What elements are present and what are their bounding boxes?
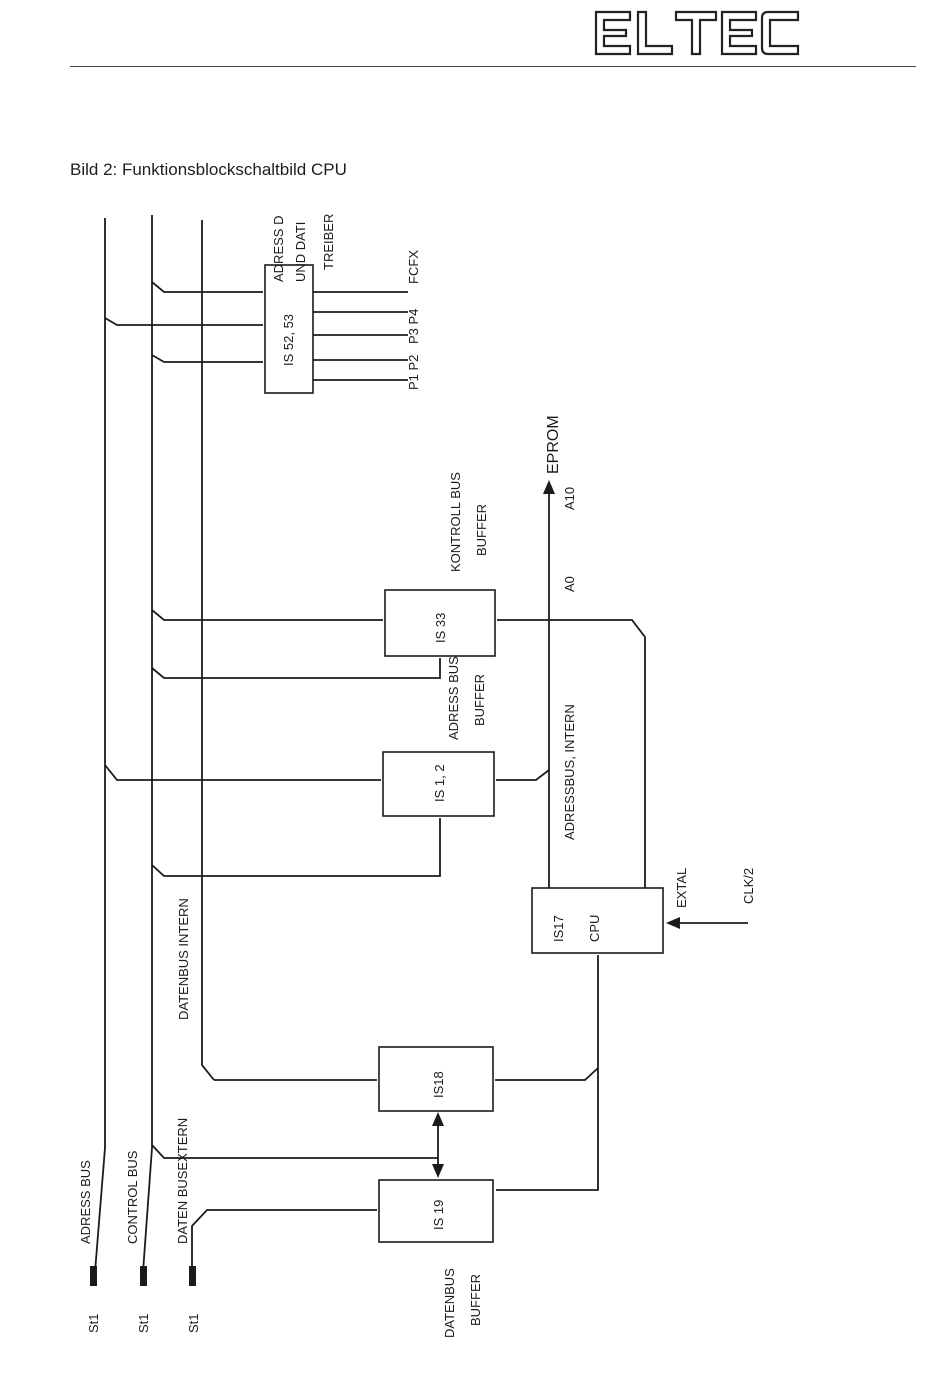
is17-label: IS17	[551, 915, 566, 942]
is19-caption-2: BUFFER	[468, 1274, 483, 1326]
is33-ctrl-feed	[152, 658, 440, 678]
control-bus-connector	[140, 1266, 147, 1286]
is52-caption-1: ADRESS D	[271, 216, 286, 282]
datenbus-extern-label: DATEN BUSEXTERN	[175, 1118, 190, 1244]
is52-caption-2: UND DATI	[293, 222, 308, 282]
eprom-label: EPROM	[545, 415, 562, 474]
cpu-data-out	[496, 955, 598, 1190]
is12-caption-1: ADRESS BUS	[446, 656, 461, 740]
a10-label: A10	[562, 487, 577, 510]
datenbus-connector-label: St1	[186, 1313, 201, 1333]
clk-label: CLK/2	[741, 868, 756, 904]
control-bus-label: CONTROL BUS	[125, 1150, 140, 1244]
is33-label: IS 33	[433, 613, 448, 643]
is12-ctrl-input	[152, 818, 440, 876]
is52-53-label: IS 52, 53	[281, 314, 296, 366]
is12-intern-link	[496, 770, 549, 780]
is33-caption-2: BUFFER	[474, 504, 489, 556]
is52-caption-3: TREIBER	[321, 214, 336, 270]
is18-cpu-link	[495, 1068, 598, 1080]
control-bus-line	[143, 215, 152, 1272]
is52-ctrl-input	[152, 282, 263, 292]
ctrl-to-is18-19	[152, 1145, 438, 1158]
datenbus-connector	[189, 1266, 196, 1286]
out-fcfx-label: FCFX	[406, 250, 421, 284]
a0-label: A0	[562, 576, 577, 592]
adressbus-intern-label: ADRESSBUS, INTERN	[562, 704, 577, 840]
cpu-label: CPU	[587, 915, 602, 942]
is18-label: IS18	[431, 1071, 446, 1098]
datenbus-intern-label: DATENBUS INTERN	[176, 898, 191, 1020]
is12-adr-output	[105, 765, 381, 780]
is33-caption-1: KONTROLL BUS	[448, 472, 463, 572]
is52-adr-input	[105, 318, 263, 325]
is12-label: IS 1, 2	[432, 764, 447, 802]
out-p3p4-label: P3 P4	[406, 309, 421, 344]
is52-ctrl-input-2	[152, 355, 263, 362]
is19-extern-input	[192, 1210, 377, 1266]
is19-caption-1: DATENBUS	[442, 1268, 457, 1338]
is19-label: IS 19	[431, 1200, 446, 1230]
adress-bus-connector-label: St1	[86, 1313, 101, 1333]
adress-bus-label: ADRESS BUS	[78, 1160, 93, 1244]
eprom-arrow	[543, 480, 555, 494]
datenbus-intern-line	[202, 220, 214, 1080]
out-p1p2-label: P1 P2	[406, 355, 421, 390]
adress-bus-connector	[90, 1266, 97, 1286]
is12-caption-2: BUFFER	[472, 674, 487, 726]
extal-label: EXTAL	[674, 868, 689, 908]
is33-ctrl-input	[152, 610, 383, 620]
is19-arrow-down	[432, 1164, 444, 1178]
is18-arrow-up	[432, 1112, 444, 1126]
control-bus-connector-label: St1	[136, 1313, 151, 1333]
adress-bus-line	[95, 218, 105, 1272]
clk-input-arrow	[666, 917, 680, 929]
